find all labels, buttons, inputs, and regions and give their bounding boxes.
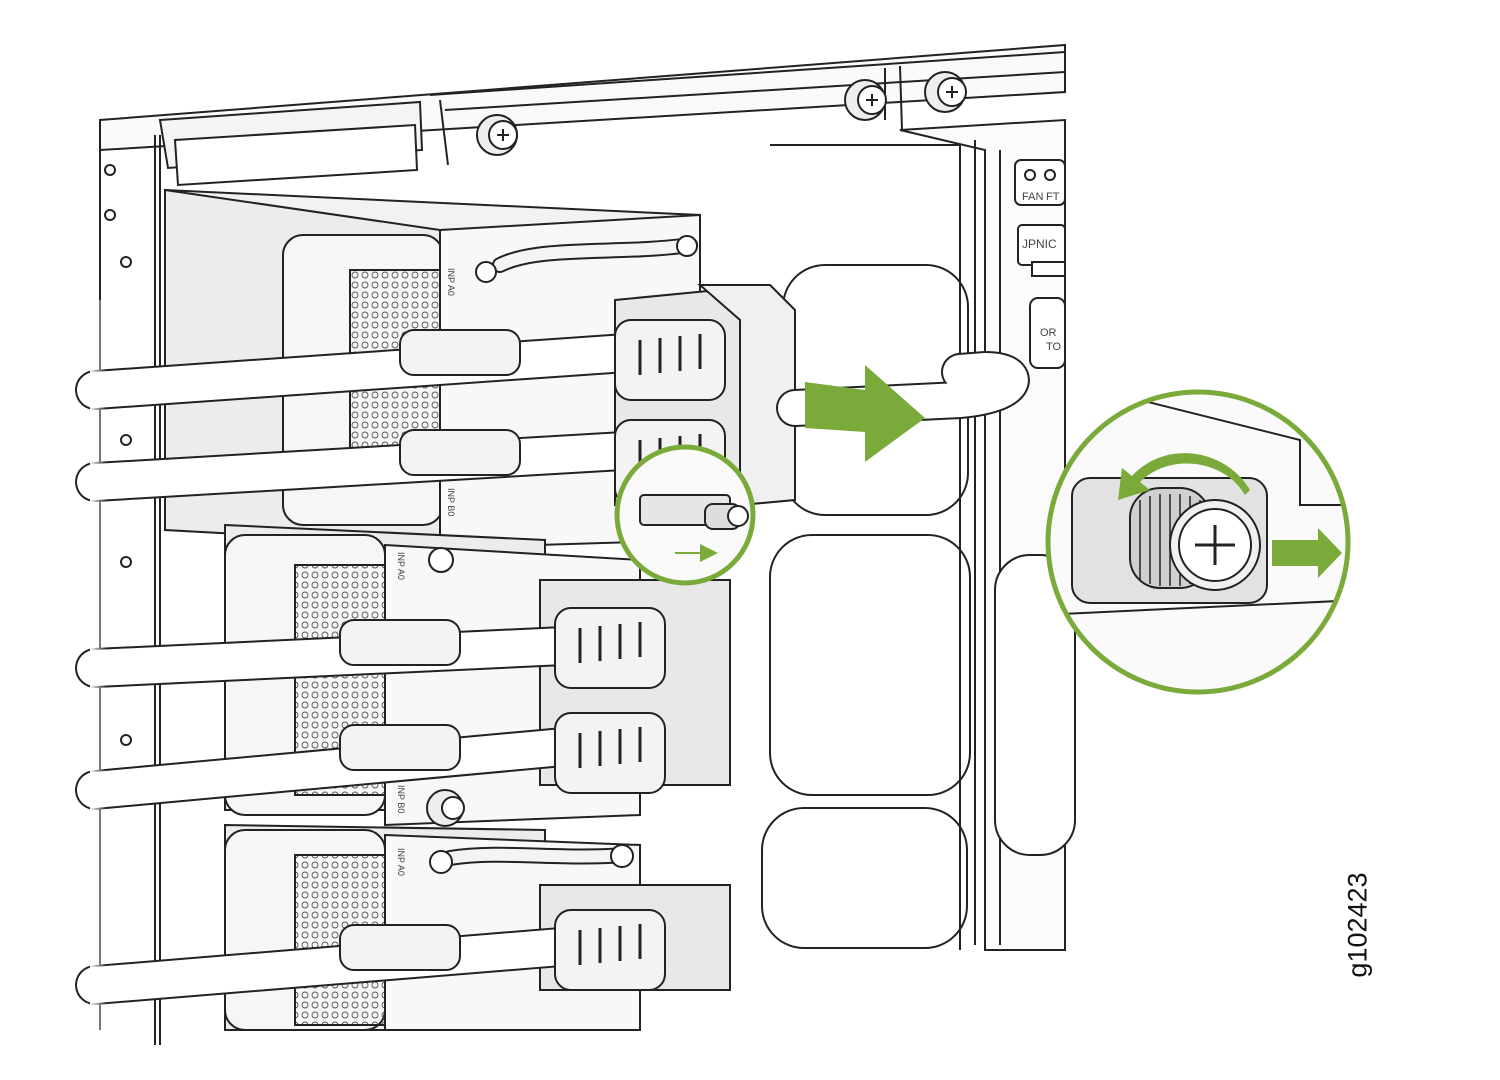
plug — [399, 319, 726, 401]
plug — [339, 712, 666, 794]
cord-plugs — [339, 319, 726, 991]
power-cords — [75, 300, 1030, 1040]
plug — [339, 607, 666, 689]
figure-id-container: g102423 — [1343, 872, 1398, 977]
device-labels: FAN FT JPNIC OR TO INP A0 INP B0 INP A0 … — [396, 191, 1062, 876]
input-label-a0: INP A0 — [446, 268, 456, 296]
captive-screw-icon — [924, 71, 967, 113]
captive-screw-icon — [1129, 487, 1261, 591]
module-label: JPNIC — [1022, 237, 1057, 251]
power-cord — [75, 430, 660, 502]
detail-callout-small — [614, 444, 756, 586]
captive-screw-icon — [704, 503, 749, 530]
chassis-thumbscrews — [476, 71, 967, 156]
power-cord — [75, 332, 660, 410]
pull-arrow-icon — [675, 544, 718, 562]
input-label-b0: INP B0 — [446, 488, 456, 516]
panel-label-bottom: TO — [1046, 341, 1062, 353]
figure-id: g102423 — [1342, 872, 1373, 978]
input-label-a0: INP A0 — [396, 552, 406, 580]
chassis-top-rail — [99, 43, 1066, 187]
detail-callout-large — [1045, 389, 1351, 695]
pull-arrow-icon — [1272, 528, 1342, 578]
plug — [339, 909, 666, 991]
captive-screw-icon — [844, 79, 887, 121]
input-label-a0: INP A0 — [396, 848, 406, 876]
input-label-b0: INP B0 — [396, 785, 406, 813]
panel-label-top: OR — [1040, 327, 1057, 339]
led-label-fan: FAN — [1022, 191, 1043, 203]
rotate-counterclockwise-arrow-icon — [1118, 453, 1250, 500]
captive-screw-icon — [476, 114, 518, 156]
chassis — [99, 43, 1076, 1045]
pull-arrow-icon — [805, 365, 925, 462]
led-label-partial: FT — [1046, 191, 1060, 203]
